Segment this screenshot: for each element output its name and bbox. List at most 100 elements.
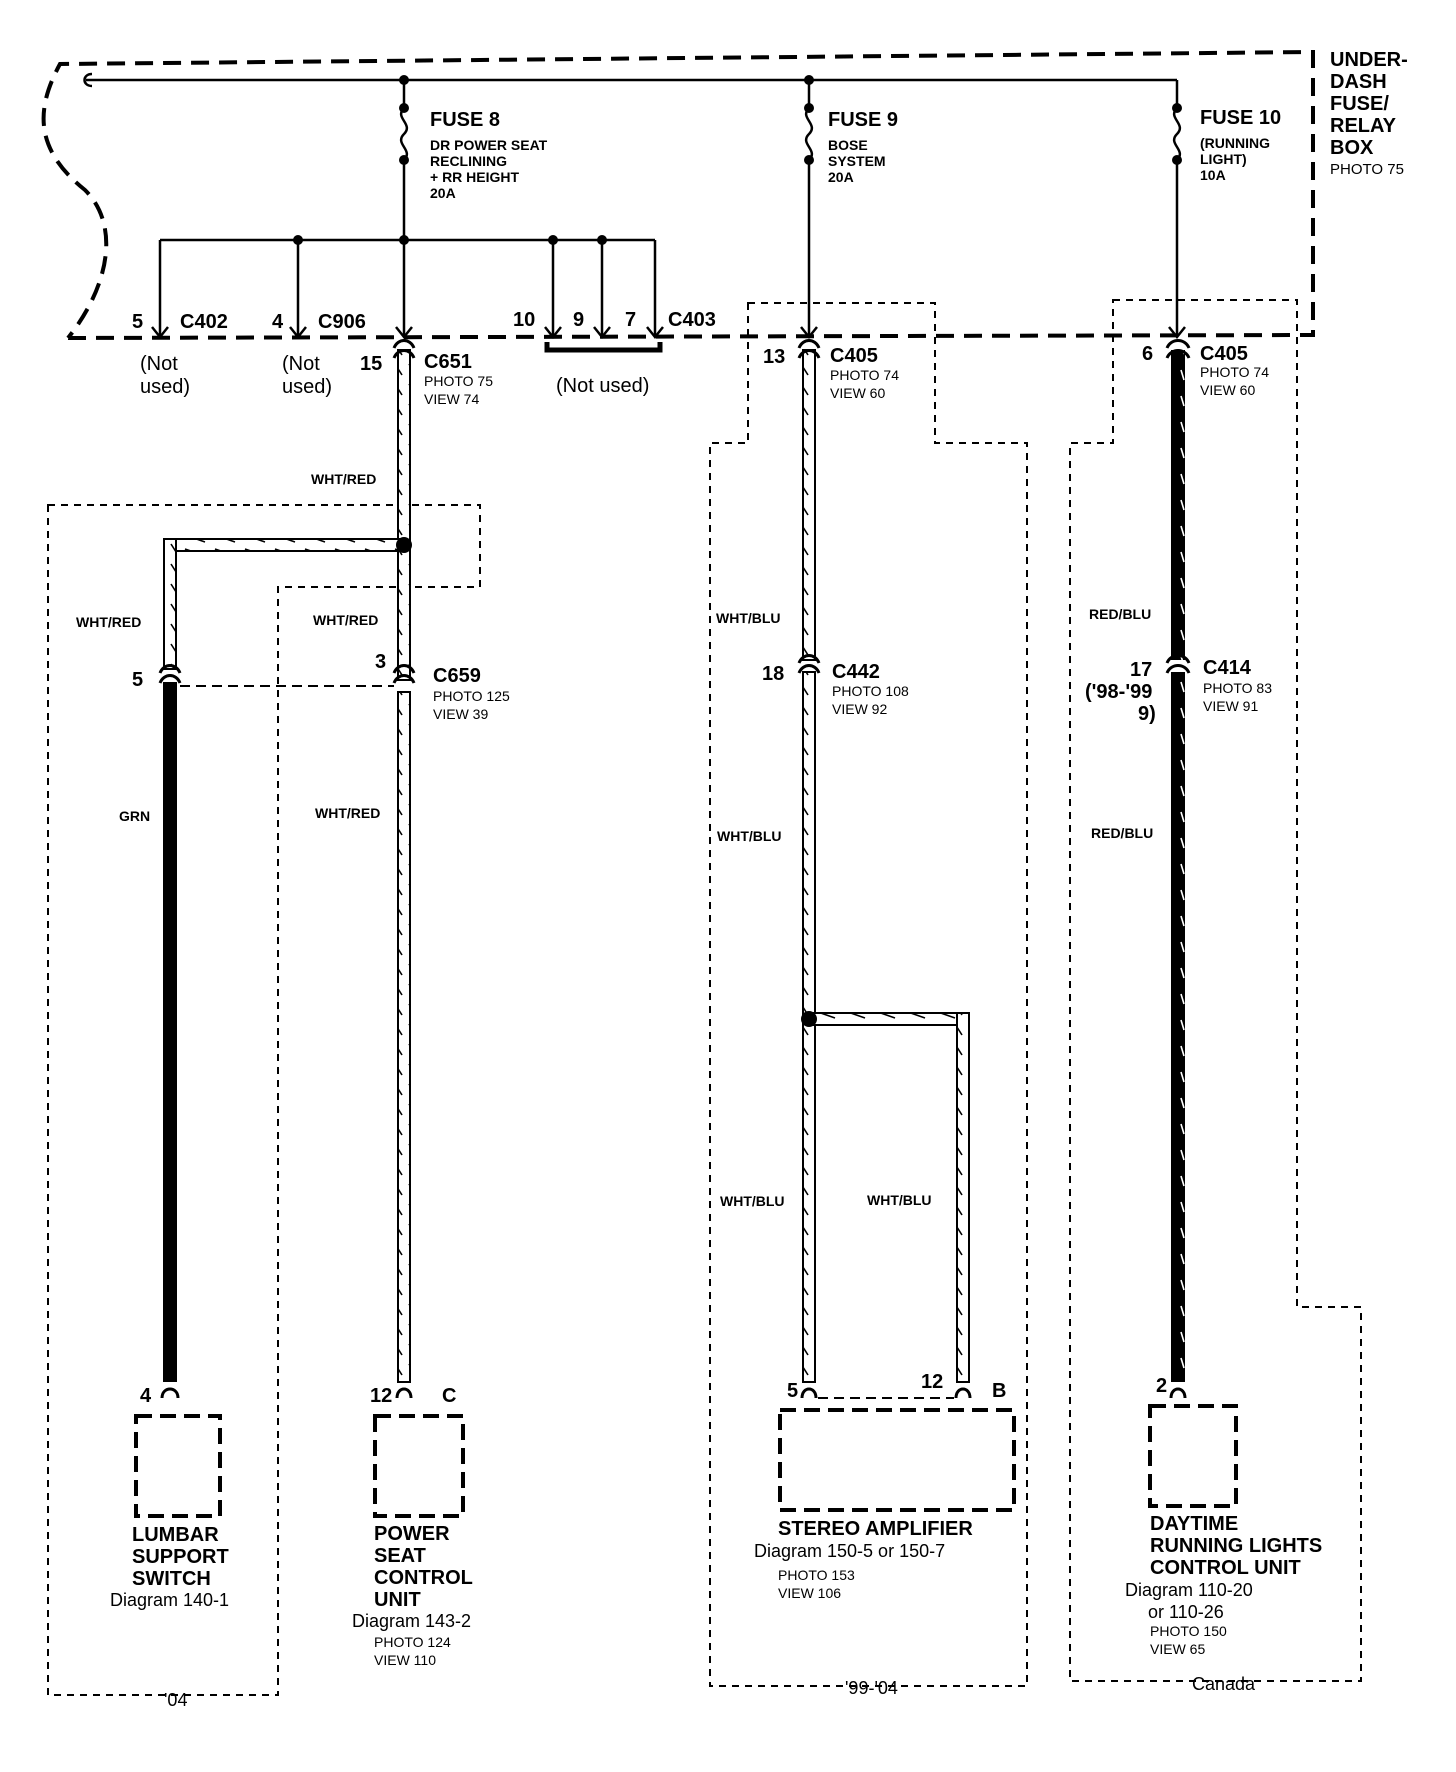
c403-bracket xyxy=(544,342,663,353)
svg-text:RECLINING: RECLINING xyxy=(430,153,507,169)
svg-text:Diagram 150-5 or 150-7: Diagram 150-5 or 150-7 xyxy=(754,1541,945,1561)
svg-text:'99-'04: '99-'04 xyxy=(845,1678,898,1698)
svg-text:C405: C405 xyxy=(830,345,878,367)
svg-text:C: C xyxy=(442,1385,456,1407)
svg-text:STEREO AMPLIFIER: STEREO AMPLIFIER xyxy=(778,1518,973,1540)
drl-unit-box xyxy=(1148,1404,1238,1508)
c414-label: 17 ('98-'99 9) C414 PHOTO 83 VIEW 91 xyxy=(1085,657,1272,725)
svg-text:RED/BLU: RED/BLU xyxy=(1091,825,1153,841)
svg-text:PHOTO 74: PHOTO 74 xyxy=(1200,364,1269,380)
c403-label: 10 9 7 C403 (Not used) xyxy=(513,309,716,397)
bus-terminal-icon xyxy=(83,72,93,88)
svg-text:used): used) xyxy=(140,376,190,398)
svg-text:VIEW 91: VIEW 91 xyxy=(1203,698,1258,714)
svg-text:SUPPORT: SUPPORT xyxy=(132,1546,229,1568)
svg-text:5: 5 xyxy=(132,669,143,691)
svg-text:RELAY: RELAY xyxy=(1330,115,1397,137)
fuse-icon xyxy=(399,107,1182,161)
bus-wiring xyxy=(92,78,1179,335)
svg-text:PHOTO 124: PHOTO 124 xyxy=(374,1634,451,1650)
svg-text:BOX: BOX xyxy=(1330,137,1374,159)
connector-arrowheads xyxy=(151,326,1186,340)
splice-dot-wht-red xyxy=(396,537,412,553)
svg-text:12: 12 xyxy=(921,1371,943,1393)
stereo-amp-box xyxy=(778,1408,1016,1512)
region-outlines xyxy=(47,299,1362,1696)
svg-text:BOSE: BOSE xyxy=(828,137,868,153)
svg-text:Diagram 140-1: Diagram 140-1 xyxy=(110,1590,229,1610)
svg-text:POWER: POWER xyxy=(374,1523,450,1545)
svg-text:C906: C906 xyxy=(318,311,366,333)
c405-right-label: 6 C405 PHOTO 74 VIEW 60 xyxy=(1142,343,1269,398)
c659-label: 5 3 C659 PHOTO 125 VIEW 39 xyxy=(132,651,510,722)
power-seat-label: 12 C POWER SEAT CONTROL UNIT Diagram 143… xyxy=(352,1385,473,1668)
region-labels: '04 '99-'04 Canada xyxy=(164,1674,1256,1710)
svg-text:LIGHT): LIGHT) xyxy=(1200,151,1247,167)
svg-text:WHT/RED: WHT/RED xyxy=(315,805,380,821)
region-99-04-outline xyxy=(709,302,1028,1687)
c651-label: 15 C651 PHOTO 75 VIEW 74 xyxy=(360,351,493,407)
svg-text:(Not: (Not xyxy=(282,353,320,375)
svg-text:Diagram 110-20: Diagram 110-20 xyxy=(1125,1580,1253,1600)
svg-text:CONTROL: CONTROL xyxy=(374,1567,473,1589)
svg-text:FUSE 8: FUSE 8 xyxy=(430,109,500,131)
svg-text:13: 13 xyxy=(763,346,785,368)
component-boxes xyxy=(134,1404,1238,1518)
fuse-box-boundary xyxy=(41,49,1315,340)
svg-text:5: 5 xyxy=(132,311,143,333)
svg-text:VIEW 60: VIEW 60 xyxy=(1200,382,1255,398)
svg-text:C403: C403 xyxy=(668,309,716,331)
fuse-10-label: FUSE 10 (RUNNING LIGHT) 10A xyxy=(1200,107,1281,183)
svg-text:C405: C405 xyxy=(1200,343,1248,365)
svg-text:4: 4 xyxy=(272,311,284,333)
svg-text:PHOTO 125: PHOTO 125 xyxy=(433,688,510,704)
svg-text:CONTROL UNIT: CONTROL UNIT xyxy=(1150,1557,1301,1579)
svg-text:3: 3 xyxy=(375,651,386,673)
svg-text:10: 10 xyxy=(513,309,535,331)
terminal-icons xyxy=(160,1387,1187,1399)
svg-text:('98-'99: ('98-'99 xyxy=(1085,681,1152,703)
svg-text:WHT/BLU: WHT/BLU xyxy=(867,1192,932,1208)
svg-text:VIEW 65: VIEW 65 xyxy=(1150,1641,1205,1657)
svg-text:FUSE 10: FUSE 10 xyxy=(1200,107,1281,129)
svg-text:FUSE 9: FUSE 9 xyxy=(828,109,898,131)
region-canada-outline xyxy=(1069,299,1362,1682)
svg-text:LUMBAR: LUMBAR xyxy=(132,1524,219,1546)
svg-text:PHOTO 75: PHOTO 75 xyxy=(424,373,493,389)
fuse-9-label: FUSE 9 BOSE SYSTEM 20A xyxy=(828,109,898,185)
svg-text:PHOTO 150: PHOTO 150 xyxy=(1150,1623,1227,1639)
c906-label: 4 C906 (Not used) xyxy=(272,311,366,398)
svg-text:or 110-26: or 110-26 xyxy=(1148,1602,1224,1622)
wire-color-labels: WHT/RED WHT/RED WHT/RED GRN WHT/RED WHT/… xyxy=(76,471,1153,1209)
svg-text:9): 9) xyxy=(1138,703,1156,725)
svg-text:7: 7 xyxy=(625,309,636,331)
svg-text:WHT/BLU: WHT/BLU xyxy=(716,610,781,626)
svg-text:18: 18 xyxy=(762,663,784,685)
lumbar-switch-label: 4 LUMBAR SUPPORT SWITCH Diagram 140-1 xyxy=(110,1385,229,1610)
svg-text:VIEW 92: VIEW 92 xyxy=(832,701,887,717)
svg-text:WHT/BLU: WHT/BLU xyxy=(720,1193,785,1209)
svg-text:12: 12 xyxy=(370,1385,392,1407)
svg-text:C414: C414 xyxy=(1203,657,1252,679)
svg-text:(RUNNING: (RUNNING xyxy=(1200,135,1270,151)
svg-text:5: 5 xyxy=(787,1380,798,1402)
svg-text:15: 15 xyxy=(360,353,382,375)
svg-text:+ RR HEIGHT: + RR HEIGHT xyxy=(430,169,520,185)
svg-text:20A: 20A xyxy=(828,169,854,185)
svg-text:VIEW 60: VIEW 60 xyxy=(830,385,885,401)
svg-text:VIEW 39: VIEW 39 xyxy=(433,706,488,722)
svg-text:DR POWER SEAT: DR POWER SEAT xyxy=(430,137,548,153)
svg-text:VIEW 110: VIEW 110 xyxy=(374,1652,436,1668)
region-04-outline xyxy=(47,504,481,1696)
power-seat-box xyxy=(373,1414,465,1518)
lumbar-switch-box xyxy=(134,1414,222,1518)
svg-text:C651: C651 xyxy=(424,351,472,373)
c402-label: 5 C402 (Not used) xyxy=(132,311,228,398)
fuse-8-label: FUSE 8 DR POWER SEAT RECLINING + RR HEIG… xyxy=(430,109,548,201)
svg-text:PHOTO 83: PHOTO 83 xyxy=(1203,680,1272,696)
svg-text:(Not used): (Not used) xyxy=(556,375,649,397)
svg-text:B: B xyxy=(992,1380,1006,1402)
svg-text:20A: 20A xyxy=(430,185,456,201)
svg-text:C402: C402 xyxy=(180,311,228,333)
svg-text:SYSTEM: SYSTEM xyxy=(828,153,886,169)
